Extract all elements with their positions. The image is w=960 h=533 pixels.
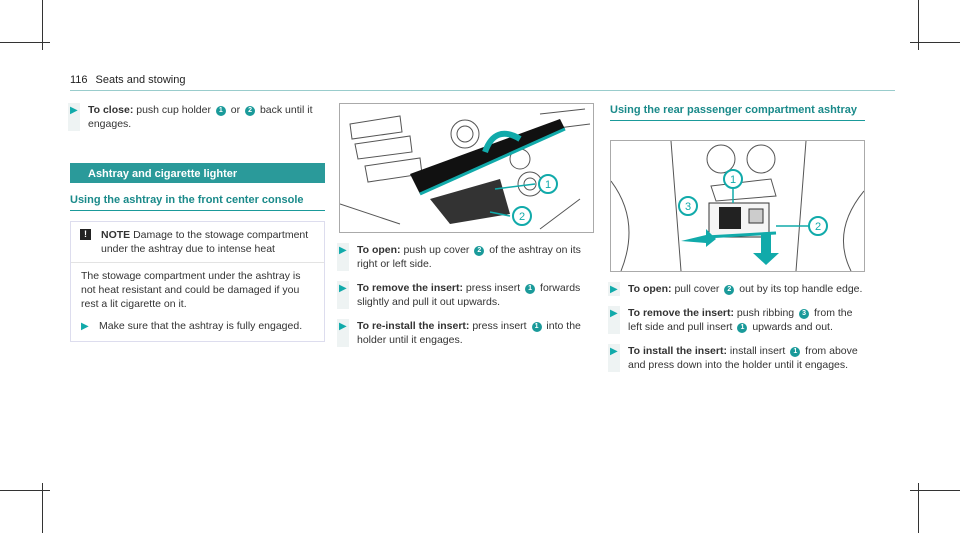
open-step: ▶ To open: pull cover 2 out by its top h… — [608, 282, 863, 296]
crop-mark — [918, 0, 919, 50]
install-step: ▶ To install the insert: install insert … — [608, 344, 858, 372]
crop-mark — [910, 42, 960, 43]
reinstall-step: ▶ To re-install the insert: press insert… — [337, 319, 581, 347]
figure-callout-2: 2 — [815, 221, 821, 233]
crop-mark — [0, 42, 50, 43]
section-banner: Ashtray and cigarette lighter — [70, 163, 325, 183]
page-header: 116 Seats and stowing — [70, 74, 185, 86]
step-arrow-icon: ▶ — [610, 346, 618, 357]
section-title: Seats and stowing — [95, 74, 186, 86]
note-box: ! NOTE Damage to the stowage compartment… — [70, 221, 325, 342]
column-1: ▶ To close: push cup holder 1 or 2 back … — [68, 103, 325, 342]
step-arrow-icon: ▶ — [339, 321, 347, 332]
front-ashtray-illustration: 1 2 — [339, 103, 594, 233]
step-arrow-icon: ▶ — [610, 284, 618, 295]
header-rule — [70, 90, 895, 91]
crop-mark — [42, 483, 43, 533]
step-arrow-icon: ▶ — [70, 105, 78, 116]
figure-callout-1: 1 — [730, 174, 736, 186]
note-header: ! NOTE Damage to the stowage compartment… — [71, 222, 324, 263]
step-arrow-icon: ▶ — [610, 308, 618, 319]
crop-mark — [910, 490, 960, 491]
remove-step: ▶ To remove the insert: push ribbing 3 f… — [608, 306, 853, 334]
crop-mark — [42, 0, 43, 50]
figure-callout-1: 1 — [545, 179, 551, 191]
crop-mark — [0, 490, 50, 491]
step-arrow-icon: ▶ — [81, 321, 89, 332]
rear-ashtray-illustration: 1 3 2 — [610, 140, 865, 272]
figure-callout-3: 3 — [685, 201, 691, 213]
callout-1: 1 — [215, 106, 226, 116]
open-step: ▶ To open: push up cover 2 of the ashtra… — [337, 243, 581, 271]
callout-2: 2 — [245, 106, 256, 116]
subheading: Using the ashtray in the front center co… — [70, 193, 325, 211]
note-step: ▶ Make sure that the ashtray is fully en… — [79, 319, 303, 333]
note-body: The stowage compartment under the ashtra… — [81, 270, 301, 310]
step-arrow-icon: ▶ — [339, 245, 347, 256]
column-2: ▶ To open: push up cover 2 of the ashtra… — [337, 243, 594, 357]
subheading: Using the rear passenger compartment ash… — [610, 103, 865, 121]
step-arrow-icon: ▶ — [339, 283, 347, 294]
warning-icon: ! — [80, 229, 91, 240]
crop-mark — [918, 483, 919, 533]
page-number: 116 — [70, 74, 88, 86]
column-3-steps: ▶ To open: pull cover 2 out by its top h… — [608, 282, 865, 382]
close-step: ▶ To close: push cup holder 1 or 2 back … — [68, 103, 313, 131]
column-3: Using the rear passenger compartment ash… — [610, 103, 865, 121]
figure-callout-2: 2 — [519, 211, 525, 223]
remove-step: ▶ To remove the insert: press insert 1 f… — [337, 281, 581, 309]
